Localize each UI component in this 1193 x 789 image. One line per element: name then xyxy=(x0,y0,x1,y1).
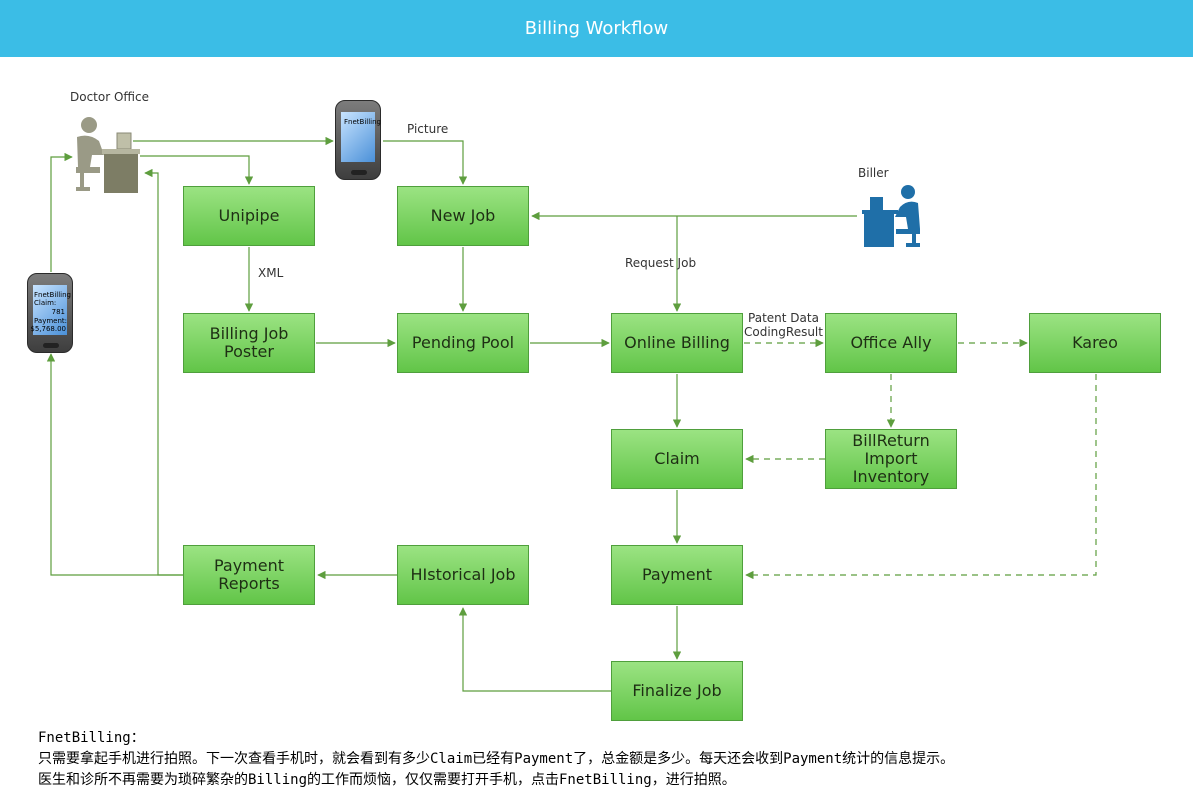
phone-left-payment-label: Payment: xyxy=(34,317,68,325)
box-finalize-job: Finalize Job xyxy=(611,661,743,721)
edge-doctor-to-unipipe xyxy=(140,155,254,185)
phone-left-icon: FnetBilling Claim: 781 Payment: $5,768.0… xyxy=(27,273,73,353)
doctor-office-icon xyxy=(76,117,140,193)
edge-label-request-job: Request Job xyxy=(625,256,697,270)
phone-left-payment-value: $5,768.00 xyxy=(30,325,66,333)
box-kareo: Kareo xyxy=(1029,313,1161,373)
note-title: FnetBilling： xyxy=(38,730,145,746)
doctor-office-label: Doctor Office xyxy=(70,90,150,104)
box-historical-job: HIstorical Job xyxy=(397,545,529,605)
box-payment: Payment xyxy=(611,545,743,605)
phone-left-app-label: FnetBilling xyxy=(34,291,71,299)
box-online-billing: Online Billing xyxy=(611,313,743,373)
edge-label-xml: XML xyxy=(258,266,284,280)
box-billing-job-poster: Billing Job Poster xyxy=(183,313,315,373)
box-unipipe: Unipipe xyxy=(183,186,315,246)
edge-phone-to-doctor xyxy=(50,152,73,272)
edge-kareo-to-payment xyxy=(745,374,1097,580)
box-payment-reports: Payment Reports xyxy=(183,545,315,605)
box-claim: Claim xyxy=(611,429,743,489)
edge-label-patent-data: Patent Data CodingResult xyxy=(744,311,823,339)
biller-label: Biller xyxy=(858,166,889,180)
box-new-job: New Job xyxy=(397,186,529,246)
phone-top-icon: FnetBilling xyxy=(335,100,381,180)
phone-top-app-label: FnetBilling xyxy=(344,118,381,126)
edge-phone-to-newjob xyxy=(383,140,468,185)
header-bar: Billing Workflow xyxy=(0,0,1193,57)
edge-label-picture: Picture xyxy=(407,122,449,136)
page-title: Billing Workflow xyxy=(524,18,669,39)
box-pending-pool: Pending Pool xyxy=(397,313,529,373)
box-bill-return: BillReturn Import Inventory xyxy=(825,429,957,489)
note-line-2: 医生和诊所不再需要为琐碎繁杂的Billing的工作而烦恼，仅仅需要打开手机，点击… xyxy=(38,772,736,788)
edge-reports-to-phone xyxy=(46,353,183,576)
phone-left-claim-value: 781 xyxy=(51,308,65,316)
edge-finalize-to-historical xyxy=(458,607,611,692)
biller-icon xyxy=(862,185,920,247)
edge-reports-to-doctor xyxy=(144,168,183,576)
box-office-ally: Office Ally xyxy=(825,313,957,373)
phone-left-claim-label: Claim: xyxy=(34,299,57,307)
note-line-1: 只需要拿起手机进行拍照。下一次查看手机时，就会看到有多少Claim已经有Paym… xyxy=(38,751,955,767)
